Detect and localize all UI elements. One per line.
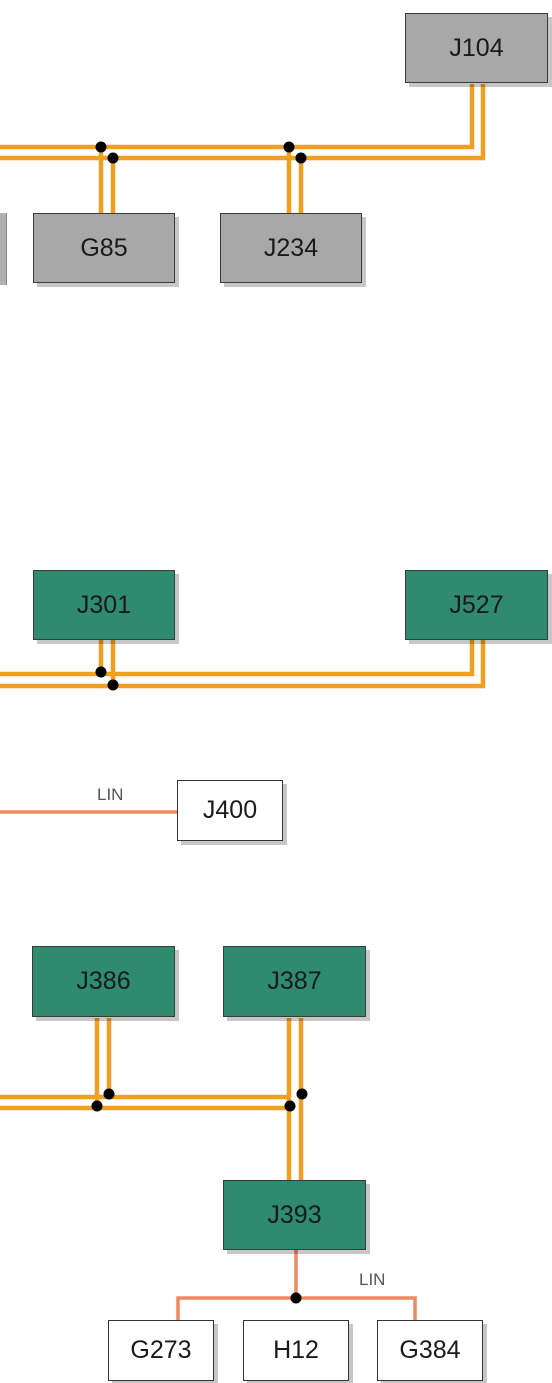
junction-dot xyxy=(95,666,107,678)
junction-dot xyxy=(296,1088,308,1100)
junction-dot xyxy=(95,141,107,153)
node-g384: G384 xyxy=(377,1320,483,1381)
node-j393: J393 xyxy=(223,1180,366,1250)
junction-dot xyxy=(284,1100,296,1112)
lin-label: LIN xyxy=(359,1270,386,1289)
bus-group-2 xyxy=(0,640,486,691)
node-g85: G85 xyxy=(33,213,175,283)
partial-gray-node xyxy=(0,213,7,285)
node-j400: J400 xyxy=(177,780,283,841)
lin-group xyxy=(176,1250,417,1320)
bus-wire xyxy=(0,640,486,689)
node-j104: J104 xyxy=(405,13,548,83)
bus-group-1 xyxy=(0,84,486,213)
junction-dot xyxy=(103,1088,115,1100)
junction-dot xyxy=(91,1100,103,1112)
node-h12: H12 xyxy=(243,1320,349,1381)
junction-dot xyxy=(283,141,295,153)
lin-label: LIN xyxy=(97,785,124,804)
bus-wire xyxy=(0,640,475,677)
node-j387: J387 xyxy=(223,946,366,1017)
node-g273: G273 xyxy=(108,1320,214,1381)
node-j301: J301 xyxy=(33,570,175,640)
node-j527: J527 xyxy=(405,570,548,640)
junction-dot xyxy=(290,1292,302,1304)
bus-wire xyxy=(0,84,475,150)
bus-wire xyxy=(0,84,486,161)
node-j386: J386 xyxy=(32,946,175,1017)
junction-dot xyxy=(107,679,119,691)
junction-dot xyxy=(295,152,307,164)
node-j234: J234 xyxy=(220,213,362,283)
junction-dot xyxy=(107,152,119,164)
bus-group-3 xyxy=(0,1018,308,1180)
